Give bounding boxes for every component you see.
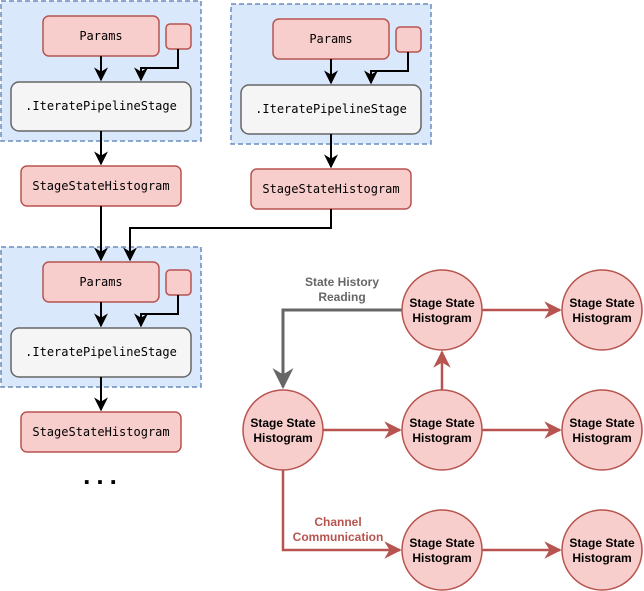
graph-node-bottom: Stage State Histogram [401, 509, 483, 591]
node-right-top-line2: Histogram [572, 311, 631, 325]
pipeline-group-2: Params .IteratePipelineStage [230, 3, 432, 145]
graph-node-right-top: Stage State Histogram [561, 269, 643, 351]
comm-label-line1: Channel [314, 515, 361, 529]
reading-label-line1: State History [305, 275, 379, 289]
small-state-box-1 [165, 23, 192, 50]
node-top-line1: Stage State [409, 296, 475, 310]
small-state-box-3 [165, 269, 192, 296]
comm-label-line2: Communication [293, 530, 384, 544]
histogram-label-3: StageStateHistogram [32, 425, 169, 439]
state-to-stage-arrow-2 [364, 52, 409, 85]
graph-node-middle: Stage State Histogram [401, 389, 483, 471]
graph-node-right-bottom: Stage State Histogram [561, 509, 643, 591]
histogram-box-3 [20, 411, 182, 453]
node-top-line2: Histogram [412, 311, 471, 325]
node-right-bottom-line1: Stage State [569, 536, 635, 550]
params-label-2: Params [309, 32, 352, 46]
params-label-3: Params [79, 275, 122, 289]
histogram-label-1: StageStateHistogram [32, 179, 169, 193]
node-middle-line2: Histogram [412, 431, 471, 445]
iterate-stage-label-3: .IteratePipelineStage [25, 345, 177, 359]
graph-node-right-middle: Stage State Histogram [561, 389, 643, 471]
node-middle-line1: Stage State [409, 416, 475, 430]
node-right-bottom-line2: Histogram [572, 551, 631, 565]
histogram-label-2: StageStateHistogram [262, 182, 399, 196]
node-right-middle-line2: Histogram [572, 431, 631, 445]
state-to-stage-arrow-3 [134, 295, 179, 328]
reading-label-line2: Reading [318, 290, 365, 304]
histogram2-to-params3-arrow [123, 209, 332, 262]
params-label-1: Params [79, 29, 122, 43]
node-center-line1: Stage State [250, 416, 316, 430]
pipeline-group-1: Params .IteratePipelineStage [0, 0, 202, 142]
node-right-top-line1: Stage State [569, 296, 635, 310]
pipeline-group-3: Params .IteratePipelineStage [0, 246, 202, 388]
node-bottom-line2: Histogram [412, 551, 471, 565]
iterate-stage-label-2: .IteratePipelineStage [255, 102, 407, 116]
graph-node-top: Stage State Histogram [401, 269, 483, 351]
small-state-box-2 [395, 26, 422, 53]
graph-node-center: Stage State Histogram [242, 389, 324, 471]
node-center-line2: Histogram [253, 431, 312, 445]
node-bottom-line1: Stage State [409, 536, 475, 550]
channel-communication-edge [281, 470, 402, 559]
iterate-stage-label-1: .IteratePipelineStage [25, 99, 177, 113]
state-to-stage-arrow-1 [134, 49, 179, 82]
state-history-reading-edge [272, 308, 402, 390]
ellipsis: ... [83, 460, 123, 490]
node-right-middle-line1: Stage State [569, 416, 635, 430]
